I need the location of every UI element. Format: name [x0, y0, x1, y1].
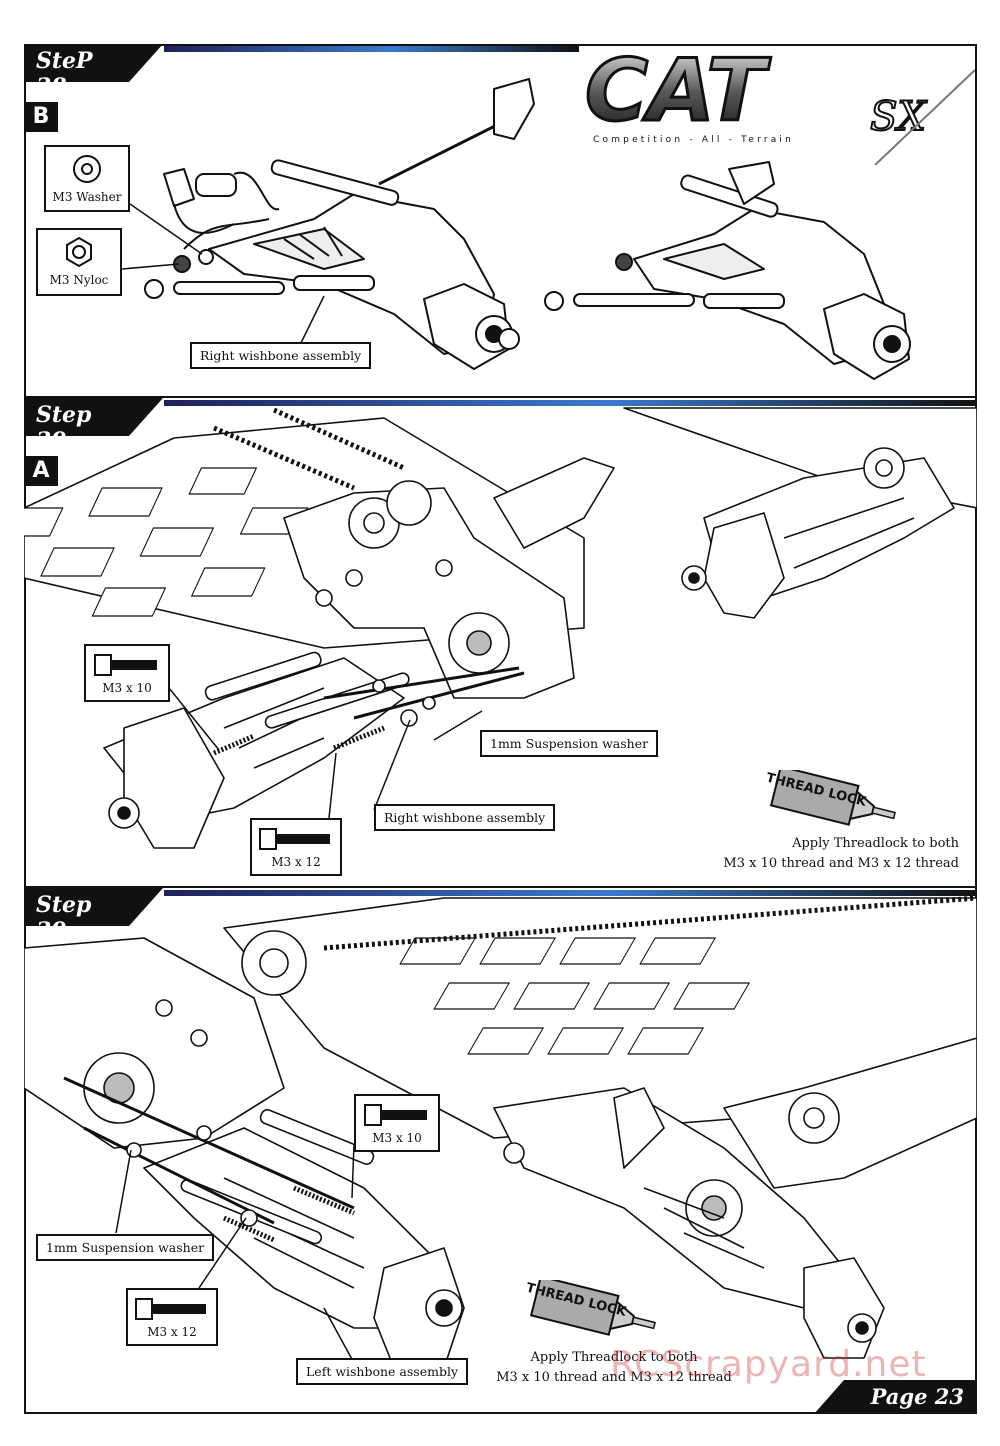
threadlock-note-a: Apply Threadlock to both M3 x 10 thread …	[699, 834, 959, 874]
step-39a-rule	[164, 400, 977, 406]
step-38-sub-badge: B	[24, 102, 58, 132]
threadlock-note-b-line1: Apply Threadlock to both	[530, 1350, 698, 1365]
washer-icon	[73, 155, 101, 183]
threadlock-tube-b: THREAD LOCK	[524, 1275, 664, 1345]
m3x12-screw-callout-a: M3 x 12	[250, 818, 342, 876]
m3x10-label-b: M3 x 10	[372, 1131, 422, 1145]
step-39b-heading: Step 39	[24, 888, 163, 944]
step-39a-sub-badge: A	[24, 456, 58, 486]
m3-nyloc-label: M3 Nyloc	[49, 273, 109, 287]
nyloc-nut-icon	[66, 236, 92, 268]
step-39b-rule	[164, 890, 977, 896]
step-38-heading: SteP 38	[24, 44, 163, 100]
m3x12-label-b: M3 x 12	[147, 1325, 197, 1339]
step-38-rule	[164, 46, 579, 52]
logo-tagline: Competition - All - Terrain	[593, 135, 794, 145]
left-wishbone-label-b: Left wishbone assembly	[296, 1358, 473, 1389]
threadlock-tube-a: THREAD LOCK	[764, 765, 904, 835]
screw-m3x10-icon	[94, 654, 157, 676]
logo-title: CAT	[585, 50, 771, 141]
step-38-illustration	[121, 78, 911, 380]
step-39a-illustration	[24, 407, 977, 849]
step-39b-panel: Step 39 B	[24, 888, 977, 1414]
right-wishbone-label: Right wishbone assembly	[190, 342, 376, 373]
m3-washer-callout: M3 Washer	[44, 145, 130, 212]
m3x10-label-a: M3 x 10	[102, 681, 152, 695]
screw-m3x10-icon-b	[364, 1104, 427, 1126]
screw-m3x12-icon	[259, 828, 330, 850]
step-39b-illustration	[24, 895, 977, 1369]
right-wishbone-label-a: Right wishbone assembly	[374, 804, 560, 835]
step-39a-heading: Step 39	[24, 398, 163, 454]
watermark: RCScrapyard.net	[610, 1344, 927, 1385]
threadlock-note-a-line1: Apply Threadlock to both	[792, 836, 959, 851]
m3x12-screw-callout-b: M3 x 12	[126, 1288, 218, 1346]
threadlock-note-b: Apply Threadlock to both M3 x 10 thread …	[484, 1348, 744, 1388]
m3x10-screw-callout-b: M3 x 10	[354, 1094, 440, 1152]
suspension-washer-label-a: 1mm Suspension washer	[480, 730, 663, 761]
cat-sx-logo: CAT SX Competition - All - Terrain	[584, 40, 976, 166]
page-number: Page 23	[814, 1380, 976, 1414]
step-39a-panel: Step 39 A	[24, 398, 977, 888]
m3-washer-label: M3 Washer	[52, 190, 122, 204]
threadlock-note-a-line2: M3 x 10 thread and M3 x 12 thread	[723, 856, 959, 871]
m3x10-screw-callout-a: M3 x 10	[84, 644, 170, 702]
step-38-panel: SteP 38 B	[24, 44, 977, 398]
logo-suffix: SX	[870, 94, 927, 140]
m3-nyloc-callout: M3 Nyloc	[36, 228, 122, 296]
threadlock-note-b-line2: M3 x 10 thread and M3 x 12 thread	[496, 1370, 732, 1385]
suspension-washer-label-b: 1mm Suspension washer	[36, 1234, 219, 1265]
screw-m3x12-icon-b	[135, 1298, 206, 1320]
m3x12-label-a: M3 x 12	[271, 855, 321, 869]
